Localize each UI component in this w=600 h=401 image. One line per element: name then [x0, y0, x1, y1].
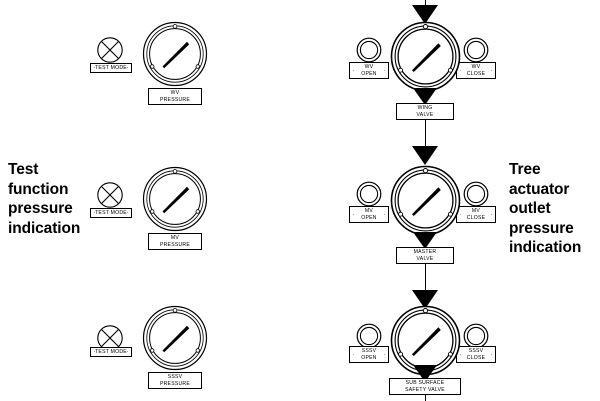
wv-close-label[interactable]: WV CLOSE — [456, 62, 496, 79]
circle-x-icon — [96, 181, 124, 209]
mv-open-label[interactable]: MV OPEN — [349, 206, 389, 223]
process-line-bottom — [425, 392, 426, 401]
left-annotation-text: Test function pressure indication — [8, 161, 81, 237]
mv-close-button[interactable] — [462, 180, 490, 208]
wv-open-label[interactable]: WV OPEN — [349, 62, 389, 79]
sssv-close-label[interactable]: SSSV CLOSE — [456, 346, 496, 363]
flow-arrow-down-1 — [412, 5, 438, 24]
mv-pressure-label: MV PRESSURE — [148, 233, 202, 250]
sssv-close-button[interactable] — [462, 322, 490, 350]
sssv-pressure-gauge — [142, 305, 208, 371]
wv-pressure-gauge — [142, 21, 208, 87]
process-line-master-to-sssv — [425, 262, 426, 290]
mv-close-label[interactable]: MV CLOSE — [456, 206, 496, 223]
circle-x-icon — [96, 324, 124, 352]
master-valve-label: MASTER VALVE — [396, 247, 454, 264]
test-mode-label-2: TEST MODE — [90, 208, 132, 218]
process-line-top — [425, 0, 426, 8]
mv-open-button[interactable] — [355, 180, 383, 208]
test-mode-label-1: TEST MODE — [90, 63, 132, 73]
wv-pressure-label: WV PRESSURE — [148, 88, 202, 105]
flow-arrow-down-3 — [412, 146, 438, 165]
right-annotation-text: Tree actuator outlet pressure indication — [509, 161, 582, 256]
flow-arrow-down-5 — [412, 290, 438, 309]
sssv-open-label[interactable]: SSSV OPEN — [349, 346, 389, 363]
wv-close-button[interactable] — [462, 36, 490, 64]
flow-arrow-down-2 — [413, 88, 437, 105]
wing-valve-gauge — [390, 21, 461, 92]
wv-open-button[interactable] — [355, 36, 383, 64]
mv-pressure-gauge — [142, 166, 208, 232]
sssv-open-button[interactable] — [355, 322, 383, 350]
wing-valve-label: WING VALVE — [396, 103, 454, 120]
flow-arrow-down-4 — [413, 232, 437, 249]
master-valve-gauge — [390, 165, 461, 236]
flow-arrow-down-6 — [413, 365, 437, 382]
sssv-pressure-label: SSSV PRESSURE — [148, 372, 202, 389]
sub-surface-safety-valve-label: SUB SURFACE SAFETY VALVE — [389, 378, 461, 395]
process-line-wing-to-master — [425, 117, 426, 146]
test-mode-label-3: TEST MODE — [90, 347, 132, 357]
circle-x-icon — [96, 36, 124, 64]
sssv-valve-gauge — [390, 305, 461, 376]
